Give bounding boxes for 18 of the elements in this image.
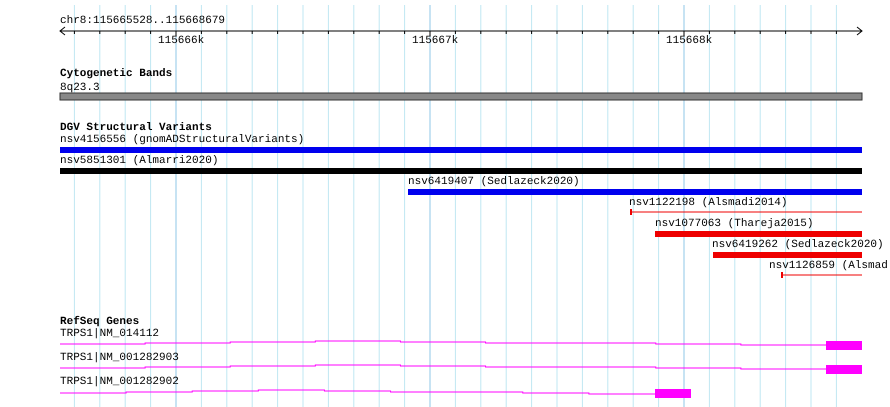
track-title: Cytogenetic Bands — [60, 68, 172, 80]
region-label: chr8:115665528..115668679 — [60, 15, 226, 27]
variant-label: nsv1122198 (Alsmadi2014) — [629, 197, 788, 209]
variant-label: nsv1077063 (Thareja2015) — [655, 218, 814, 230]
transcript-label: TRPS1|NM_001282902 — [60, 376, 179, 388]
scale-tick-label: 115666k — [158, 35, 204, 47]
scale-tick-label: 115667k — [412, 35, 458, 47]
band-label: 8q23.3 — [60, 82, 100, 94]
variant-label: nsv6419407 (Sedlazeck2020) — [408, 176, 580, 188]
scale-tick-label: 115668k — [666, 35, 712, 47]
variant-label: nsv1126859 (Alsmad — [769, 260, 888, 272]
track-title: DGV Structural Variants — [60, 122, 212, 134]
track-title: RefSeq Genes — [60, 316, 140, 328]
transcript-label: TRPS1|NM_014112 — [60, 328, 160, 340]
variant-label: nsv6419262 (Sedlazeck2020) — [712, 239, 884, 251]
variant-label: nsv5851301 (Almarri2020) — [60, 155, 218, 167]
transcript-label: TRPS1|NM_001282903 — [60, 352, 179, 364]
variant-label: nsv4156556 (gnomADStructuralVariants) — [60, 134, 304, 146]
